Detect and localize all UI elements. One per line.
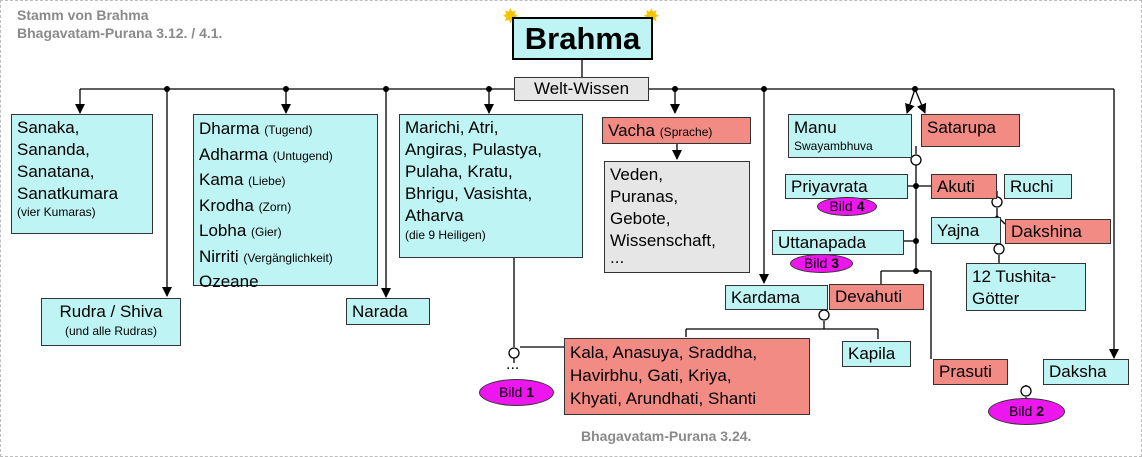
bild-number: 1 bbox=[526, 384, 535, 400]
sage-line: Bhrigu, Vasishta, bbox=[405, 184, 533, 203]
scripture-item: ... bbox=[610, 248, 625, 267]
vacha-note: (Sprache) bbox=[659, 125, 713, 139]
kumara-name: Sananda, bbox=[17, 140, 90, 159]
sage-line: Angiras, Pulastya, bbox=[405, 140, 543, 159]
scripture-item: Puranas, bbox=[610, 187, 679, 206]
header-source: Bhagavatam-Purana 3.12. / 4.1. bbox=[17, 25, 223, 41]
node-vacha: Vacha (Sprache) bbox=[602, 117, 751, 144]
node-tushita: 12 Tushita- Götter bbox=[966, 263, 1086, 311]
scripture-item: Veden, bbox=[610, 165, 663, 184]
node-narada: Narada bbox=[346, 298, 430, 325]
node-priyavrata: Priyavrata bbox=[785, 174, 908, 199]
quality-note: (Liebe) bbox=[248, 174, 286, 188]
rudra-note: (und alle Rudras) bbox=[64, 324, 158, 338]
quality-note: (Zorn) bbox=[258, 199, 292, 214]
node-akuti: Akuti bbox=[931, 174, 997, 199]
scripture-item: Gebote, bbox=[610, 209, 671, 228]
kumara-name: Sanaka, bbox=[17, 118, 80, 137]
bild-3-badge[interactable]: Bild 3 bbox=[790, 254, 853, 273]
header-title: Stamm von Brahma bbox=[17, 7, 149, 23]
bild-2-badge[interactable]: Bild 2 bbox=[988, 398, 1065, 425]
quality-name: Krodha bbox=[199, 195, 254, 215]
quality-name: Lobha bbox=[199, 221, 247, 240]
daughter-line: Kala, Anasuya, Sraddha, bbox=[570, 343, 758, 362]
bild-4-badge[interactable]: Bild 4 bbox=[817, 197, 877, 216]
vacha-name: Vacha bbox=[608, 121, 655, 140]
node-brahma: Brahma bbox=[512, 17, 653, 60]
node-qualities: Dharma (Tugend) Adharma (Untugend) Kama … bbox=[193, 114, 378, 291]
quality-note: (Tugend) bbox=[264, 123, 313, 137]
bild-label: Bild bbox=[498, 384, 523, 400]
quality-name: Nirriti bbox=[199, 246, 239, 266]
quality-note: (Vergänglichkeit) bbox=[243, 250, 333, 265]
node-devahuti: Devahuti bbox=[829, 284, 924, 310]
descendants-ellipsis: ... bbox=[506, 356, 520, 373]
bild-label: Bild bbox=[803, 255, 828, 271]
node-rudra: Rudra / Shiva (und alle Rudras) bbox=[41, 298, 181, 346]
node-kardama: Kardama bbox=[725, 285, 828, 310]
quality-name: Dharma bbox=[199, 119, 260, 138]
node-dakshina: Dakshina bbox=[1005, 219, 1111, 244]
sage-line: Marichi, Atri, bbox=[405, 118, 499, 137]
daughter-line: Havirbhu, Gati, Kriya, bbox=[570, 366, 732, 385]
scripture-item: Wissenschaft, bbox=[610, 231, 716, 250]
manu-name: Manu bbox=[794, 118, 837, 137]
node-daksha: Daksha bbox=[1043, 359, 1129, 385]
kumara-name: Sanatana, bbox=[17, 162, 95, 181]
node-scriptures: Veden, Puranas, Gebote, Wissenschaft, ..… bbox=[604, 161, 750, 273]
bild-number: 4 bbox=[856, 198, 865, 214]
node-welt-wissen: Welt-Wissen bbox=[514, 77, 649, 101]
quality-note: (Untugend) bbox=[272, 148, 333, 163]
tushita-line: Götter bbox=[972, 289, 1020, 308]
node-yajna: Yajna bbox=[931, 217, 1001, 244]
node-daughters: Kala, Anasuya, Sraddha, Havirbhu, Gati, … bbox=[564, 338, 810, 415]
rudra-name: Rudra / Shiva bbox=[59, 302, 163, 321]
quality-name: Adharma bbox=[199, 144, 268, 164]
node-kumaras: Sanaka, Sananda, Sanatana, Sanatkumara (… bbox=[11, 114, 153, 234]
footer-source: Bhagavatam-Purana 3.24. bbox=[581, 428, 752, 444]
daughter-line: Khyati, Arundhati, Shanti bbox=[570, 389, 757, 408]
quality-name: Kama bbox=[199, 170, 244, 189]
node-prasuti: Prasuti bbox=[933, 359, 1008, 385]
manu-title: Swayambhuva bbox=[794, 139, 873, 153]
node-sages: Marichi, Atri, Angiras, Pulastya, Pulaha… bbox=[399, 114, 583, 258]
kumara-name: Sanatkumara bbox=[17, 184, 119, 203]
node-uttanapada: Uttanapada bbox=[772, 230, 904, 255]
sage-line: Atharva bbox=[405, 206, 464, 225]
tushita-line: 12 Tushita- bbox=[972, 267, 1057, 286]
sage-line: Pulaha, Kratu, bbox=[405, 162, 513, 181]
node-satarupa: Satarupa bbox=[921, 114, 1020, 147]
bild-number: 3 bbox=[831, 255, 840, 271]
sages-note: (die 9 Heiligen) bbox=[405, 228, 486, 242]
bild-label: Bild bbox=[1008, 403, 1033, 419]
quality-name: Ozeane bbox=[199, 272, 259, 291]
bild-label: Bild bbox=[829, 198, 853, 214]
node-kapila: Kapila bbox=[842, 341, 911, 367]
bild-1-badge[interactable]: Bild 1 bbox=[479, 379, 554, 406]
bild-number: 2 bbox=[1036, 403, 1045, 419]
kumara-note: (vier Kumaras) bbox=[17, 205, 96, 219]
quality-note: (Gier) bbox=[251, 225, 282, 239]
node-ruchi: Ruchi bbox=[1004, 174, 1072, 199]
node-manu: Manu Swayambhuva bbox=[788, 114, 912, 158]
